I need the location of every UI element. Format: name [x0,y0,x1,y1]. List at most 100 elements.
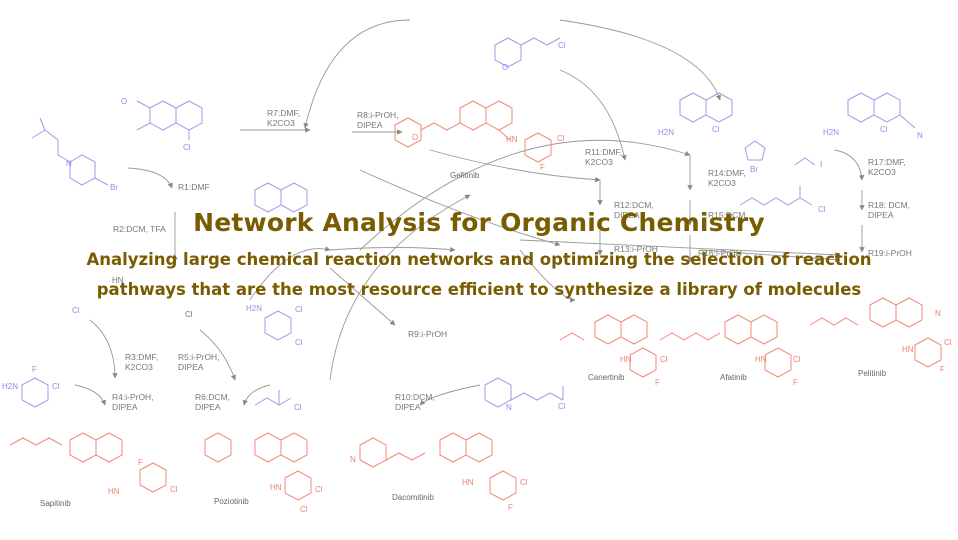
reaction-label-r7: R7:DMF, [267,108,300,118]
edge-long-6 [519,249,576,303]
atom-label: Cl [294,403,302,412]
atom-label: HN [620,355,632,364]
atom-label: HN [902,345,914,354]
reaction-label-r4: R4:i-PrOH, [112,392,154,402]
atom-label: O [121,97,127,106]
atom-label: Cl [944,338,952,347]
product-name-pelitinib: Pelitinib [858,369,887,378]
atom-label: Cl [170,485,178,494]
product-name-gefitinib: Gefitinib [450,171,480,180]
atom-label: F [655,378,660,387]
page-title: Network Analysis for Organic Chemistry [193,208,765,237]
arrow-r1 [127,167,173,189]
molecule-piperidinyl-crotonyl-chloride [484,377,564,408]
edge-long-1 [329,194,471,381]
molecule-bromotetrahydrofuran [744,140,766,161]
reaction-label-r15: R15:DCM, [708,210,748,220]
arrow-r6 [242,384,271,406]
reaction-label-r4-reagent: DIPEA [112,402,138,412]
edge-long-2 [359,169,561,247]
reaction-label-r9: R9:i-PrOH [408,329,447,339]
reaction-label-r17: R17:DMF, [868,157,906,167]
subtitle-line-2: pathways that are the most resource effi… [96,280,862,299]
edge-long-8 [329,246,456,253]
atom-label: N [350,455,356,464]
arrow-r3 [89,319,118,379]
arrow-r5 [199,329,237,381]
molecule-acryloyl-chloride [254,390,292,406]
reaction-label-r14: R14:DMF, [708,168,746,178]
edge-long-3 [429,149,601,183]
atom-label: H2N [658,128,674,137]
reaction-label-r8-reagent: DIPEA [357,120,383,130]
atom-label: Cl [558,402,566,411]
atom-label: Cl [880,125,888,134]
atom-label: O [412,133,418,142]
atom-label: HN [506,135,518,144]
atom-label: Br [110,183,118,192]
reaction-label-r8: R8:i-PrOH, [357,110,399,120]
reaction-label-r1: R1:DMF [178,182,210,192]
molecule-aminoquinazoline-right [679,92,733,123]
molecule-aminoquinazoline-mid [254,182,308,213]
edge-long-10 [559,19,722,101]
atom-label: N [66,159,72,168]
atom-label: Cl [558,41,566,50]
reaction-label-r5: R5:i-PrOH, [178,352,220,362]
arrow-r10 [419,384,481,406]
molecule-dacomitinib [359,432,517,501]
reaction-label-r13: R13:i-PrOH [614,244,658,254]
atom-label: N [506,403,512,412]
molecule-gefitinib [394,100,552,163]
atom-labels: O Cl Br N O Cl F Cl HN O H2N Cl H2N Cl N… [2,41,952,514]
arrow-r11 [559,69,627,161]
molecule-afatinib [659,314,792,378]
atom-label: Cl [183,143,191,152]
reaction-label-r10: R10:DCM, [395,392,435,402]
atom-label: Cl [793,355,801,364]
reaction-label-r6-reagent: DIPEA [195,402,221,412]
reaction-label-r14-reagent: K2CO3 [708,178,736,188]
atom-label: Cl [660,355,668,364]
reaction-label-r3-reagent: K2CO3 [125,362,153,372]
reaction-label-r11-reagent: K2CO3 [585,157,613,167]
atom-label: Br [750,165,758,174]
atom-label: HN [755,355,767,364]
atom-label: F [138,458,143,467]
atom-label: F [540,163,545,172]
atom-label: F [940,365,945,374]
reaction-label-r19: R19:i-PrOH [868,248,912,258]
reaction-label-r2: R2:DCM, TFA [113,224,166,234]
atom-label: Cl [315,485,323,494]
atom-label: Cl [185,310,193,319]
molecule-methoxy-quinazoline [136,100,203,140]
product-name-dacomitinib: Dacomitinib [392,493,434,502]
atom-label: HN [112,276,124,285]
atom-label: H2N [823,128,839,137]
subtitle-line-1: Analyzing large chemical reaction networ… [86,250,872,269]
product-name-canertinib: Canertinib [588,373,625,382]
edge-long-5 [699,249,841,263]
product-name-poziotinib: Poziotinib [214,497,249,506]
product-name-sapitinib: Sapitinib [40,499,71,508]
molecule-pelitinib [809,297,942,368]
atom-label: O [502,63,508,72]
edge-long-7 [249,246,331,301]
reaction-label-r16: R16:i-PrOH [698,248,742,258]
atom-label: Cl [72,306,80,315]
atom-label: Cl [818,205,826,214]
atom-label: Cl [520,478,528,487]
arrow-r4 [74,384,107,406]
atom-label: I [820,160,822,169]
reaction-label-r7-reagent: K2CO3 [267,118,295,128]
atom-label: F [508,503,513,512]
atom-label: N [935,309,941,318]
molecule-morpholinopropyl-chloride [494,37,561,68]
reaction-label-r3: R3:DMF, [125,352,158,362]
molecule-ethyl-iodide [794,157,816,166]
molecule-poziotinib [204,432,312,501]
atom-label: Cl [52,382,60,391]
